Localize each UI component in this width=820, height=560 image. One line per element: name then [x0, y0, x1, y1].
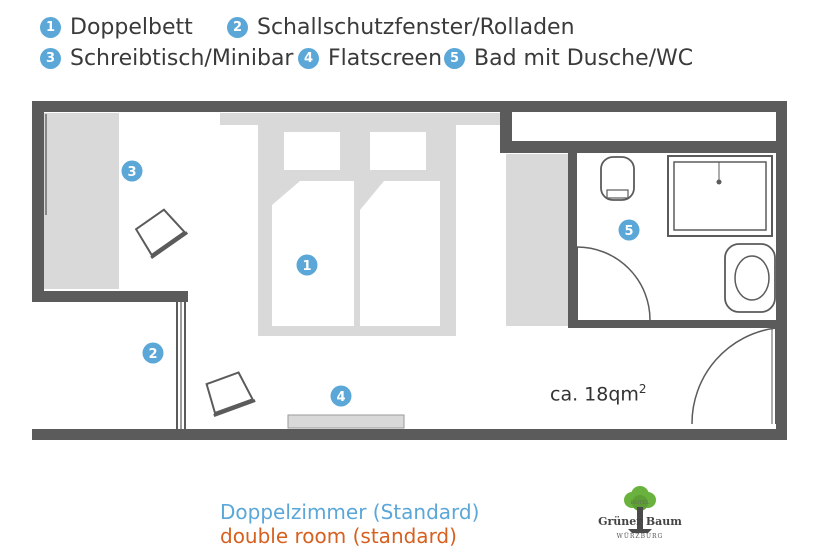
sink-basin	[734, 255, 770, 301]
pillow-left	[284, 132, 340, 170]
tree-icon	[624, 486, 656, 533]
marker-1: 1	[296, 254, 318, 276]
legend-label-4: Flatscreen	[328, 46, 443, 71]
shower-head	[716, 179, 722, 185]
flatscreen-unit	[287, 414, 405, 429]
legend-label-3: Schreibtisch/Minibar	[70, 46, 294, 71]
toilet-tank	[606, 189, 629, 199]
legend-item-4: 4 Flatscreen	[298, 46, 442, 71]
legend-label-5: Bad mit Dusche/WC	[474, 46, 694, 71]
desk-chair	[134, 208, 189, 259]
room-title-english: double room (standard)	[220, 524, 457, 548]
toilet	[600, 156, 635, 201]
room-area-label: ca. 18qm2	[550, 382, 647, 405]
room-area-unit-superscript: 2	[638, 382, 647, 396]
legend-label-1: Doppelbett	[70, 15, 193, 40]
walls	[32, 101, 787, 440]
entrance-door	[691, 327, 777, 425]
legend-number-1: 1	[40, 17, 61, 38]
svg-text:5: 5	[624, 224, 633, 239]
room-title-german: Doppelzimmer (Standard)	[220, 500, 480, 524]
svg-text:2: 2	[148, 347, 157, 362]
window-ledge	[220, 113, 500, 125]
marker-4: 4	[330, 385, 352, 407]
marker-5: 5	[618, 219, 640, 241]
bathroom-door	[576, 246, 651, 321]
wardrobe	[506, 154, 568, 326]
shower	[667, 155, 773, 237]
legend-label-2: Schallschutzfenster/Rolladen	[257, 15, 575, 40]
svg-text:4: 4	[336, 390, 345, 405]
svg-text:3: 3	[127, 165, 136, 180]
desk-minibar	[44, 113, 119, 289]
legend-number-5: 5	[444, 48, 465, 69]
legend-item-3: 3 Schreibtisch/Minibar	[40, 46, 293, 71]
shower-tray	[673, 161, 767, 231]
pillow-right	[370, 132, 426, 170]
marker-2: 2	[142, 342, 164, 364]
hotel-logo: HOTEL Grüner Baum WÜRZBURG	[598, 485, 682, 551]
blanket-right	[360, 181, 440, 326]
armchair	[205, 371, 256, 417]
legend-number-4: 4	[298, 48, 319, 69]
legend-item-2: 2 Schallschutzfenster/Rolladen	[227, 15, 575, 40]
logo-name: Grüner Baum	[598, 515, 682, 528]
svg-text:1: 1	[302, 259, 311, 274]
legend: 1 Doppelbett 2 Schallschutzfenster/Rolla…	[0, 0, 820, 90]
blanket-left	[272, 181, 354, 326]
logo-city: WÜRZBURG	[616, 533, 664, 540]
room-area-text: ca. 18qm	[550, 383, 639, 406]
soundproof-window	[176, 302, 186, 429]
legend-item-5: 5 Bad mit Dusche/WC	[444, 46, 693, 71]
legend-number-3: 3	[40, 48, 61, 69]
legend-number-2: 2	[227, 17, 248, 38]
logo-hotel-text: HOTEL	[630, 500, 650, 506]
marker-3: 3	[121, 160, 143, 182]
legend-item-1: 1 Doppelbett	[40, 15, 193, 40]
